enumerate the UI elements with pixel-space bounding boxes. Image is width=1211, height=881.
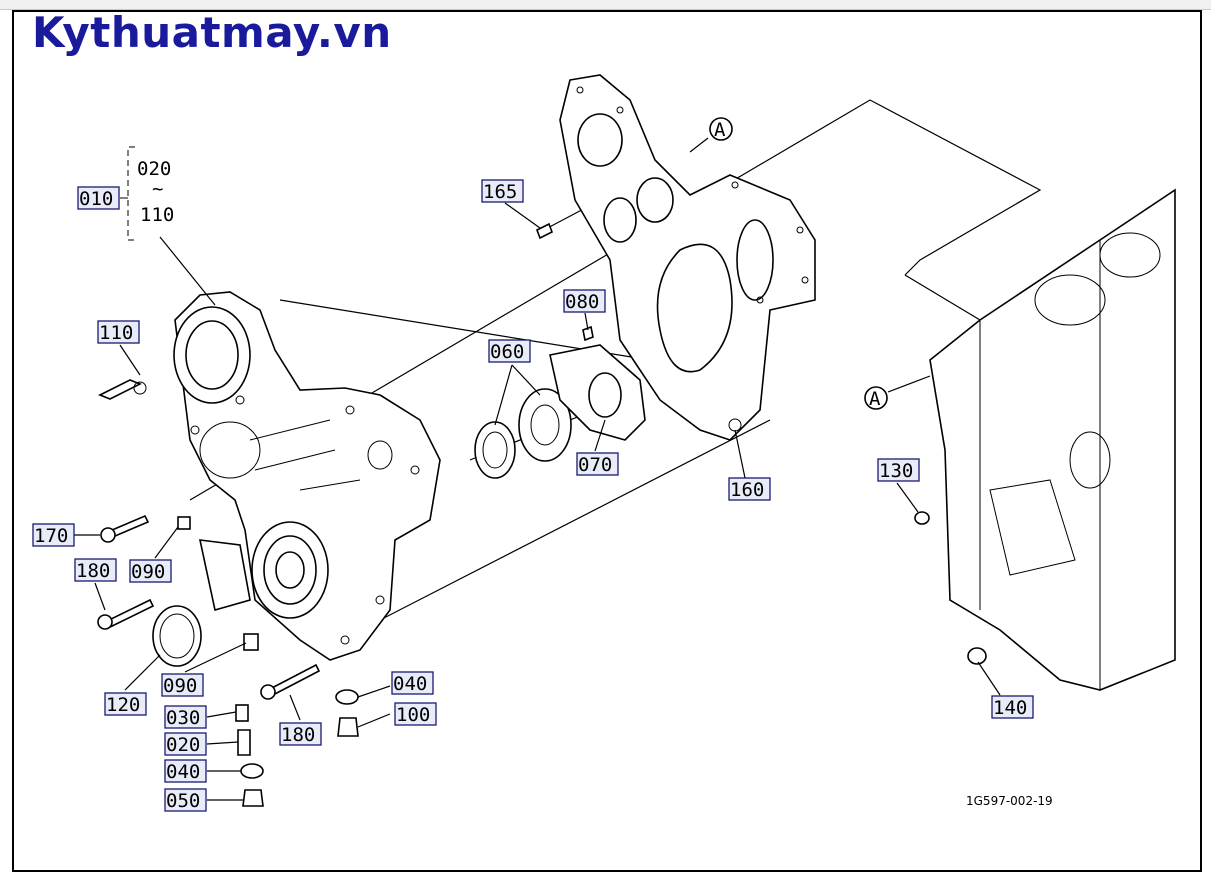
callout-020[interactable]: 020 bbox=[164, 732, 207, 756]
svg-text:A: A bbox=[869, 388, 881, 410]
range-to-label: 110 bbox=[140, 204, 174, 226]
fasteners bbox=[97, 222, 554, 807]
svg-text:130: 130 bbox=[879, 460, 913, 482]
svg-text:100: 100 bbox=[396, 704, 430, 726]
svg-text:060: 060 bbox=[490, 341, 524, 363]
svg-text:140: 140 bbox=[993, 697, 1027, 719]
svg-text:165: 165 bbox=[483, 181, 517, 203]
range-from-label: 020 bbox=[137, 158, 171, 180]
callout-160[interactable]: 160 bbox=[728, 477, 771, 501]
callout-060[interactable]: 060 bbox=[488, 339, 531, 363]
svg-text:120: 120 bbox=[106, 694, 140, 716]
oil-pump-parts bbox=[474, 325, 646, 479]
callout-090-upper[interactable]: 090 bbox=[129, 559, 172, 583]
svg-text:090: 090 bbox=[131, 561, 165, 583]
callout-180-bottom[interactable]: 180 bbox=[279, 722, 322, 746]
range-tilde: ~ bbox=[152, 178, 163, 200]
callout-050[interactable]: 050 bbox=[164, 788, 207, 812]
svg-text:090: 090 bbox=[163, 675, 197, 697]
reference-marker-top: A bbox=[689, 117, 733, 153]
callout-010[interactable]: 010 bbox=[77, 186, 120, 210]
svg-text:010: 010 bbox=[79, 188, 113, 210]
svg-text:030: 030 bbox=[166, 707, 200, 729]
cylinder-block bbox=[914, 188, 1176, 691]
svg-text:A: A bbox=[714, 119, 726, 141]
callout-120[interactable]: 120 bbox=[104, 692, 147, 716]
svg-text:180: 180 bbox=[281, 724, 315, 746]
svg-text:050: 050 bbox=[166, 790, 200, 812]
svg-text:160: 160 bbox=[730, 479, 764, 501]
svg-text:070: 070 bbox=[578, 454, 612, 476]
diagram-frame bbox=[12, 10, 1202, 872]
range-bracket bbox=[120, 146, 135, 241]
callout-110[interactable]: 110 bbox=[97, 320, 140, 344]
callout-070[interactable]: 070 bbox=[576, 452, 619, 476]
gasket-plate-160 bbox=[559, 74, 816, 441]
svg-text:180: 180 bbox=[76, 560, 110, 582]
callout-170[interactable]: 170 bbox=[32, 523, 75, 547]
svg-text:110: 110 bbox=[99, 322, 133, 344]
svg-text:080: 080 bbox=[565, 291, 599, 313]
site-logo: Kythuatmay.vn bbox=[32, 8, 392, 57]
window-top-strip bbox=[0, 0, 1211, 10]
reference-marker-side: A bbox=[864, 375, 931, 410]
diagram-code: 1G597-002-19 bbox=[966, 794, 1053, 808]
callout-030[interactable]: 030 bbox=[164, 705, 207, 729]
callout-140[interactable]: 140 bbox=[991, 695, 1034, 719]
callout-080[interactable]: 080 bbox=[563, 289, 606, 313]
svg-text:020: 020 bbox=[166, 734, 200, 756]
callout-040-right[interactable]: 040 bbox=[391, 671, 434, 695]
callout-180-left[interactable]: 180 bbox=[74, 558, 117, 582]
callout-165[interactable]: 165 bbox=[481, 179, 524, 203]
callout-090-lower[interactable]: 090 bbox=[161, 673, 204, 697]
callout-130[interactable]: 130 bbox=[877, 458, 920, 482]
leader-lines bbox=[72, 202, 1001, 801]
callout-040-left[interactable]: 040 bbox=[164, 759, 207, 783]
svg-text:040: 040 bbox=[166, 761, 200, 783]
svg-text:040: 040 bbox=[393, 673, 427, 695]
callout-100[interactable]: 100 bbox=[394, 702, 437, 726]
svg-text:170: 170 bbox=[34, 525, 68, 547]
gear-case-housing bbox=[173, 291, 441, 661]
